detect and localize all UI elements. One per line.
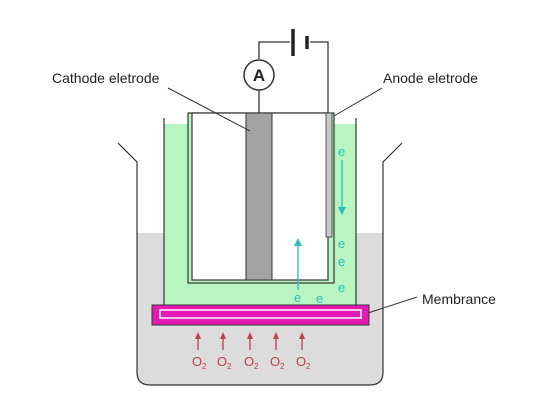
electron-symbol: e bbox=[338, 144, 345, 159]
ammeter: A bbox=[243, 59, 275, 91]
membrane-leader bbox=[367, 296, 418, 314]
electrode-assembly bbox=[187, 112, 335, 284]
electron-flow: e e e e e e bbox=[294, 144, 346, 306]
oxygen-arrow-head bbox=[299, 332, 305, 339]
battery-icon bbox=[291, 29, 309, 56]
oxygen-subscript: 2 bbox=[227, 362, 232, 371]
oxygen-arrow-head bbox=[247, 332, 253, 339]
electron-symbol: e bbox=[316, 291, 323, 306]
anode-leader bbox=[333, 87, 383, 117]
oxygen-subscript: 2 bbox=[280, 362, 285, 371]
oxygen-arrow-head bbox=[195, 332, 201, 339]
electron-symbol: e bbox=[338, 280, 345, 295]
outer-beaker-outline bbox=[117, 142, 403, 386]
oxygen-subscript: 2 bbox=[306, 362, 311, 371]
oxygen-symbol: O bbox=[217, 354, 227, 369]
wire-battery-anode bbox=[310, 41, 329, 113]
oxygen-symbol: O bbox=[270, 354, 280, 369]
electron-symbol: e bbox=[294, 290, 301, 305]
leader-lines bbox=[167, 87, 418, 314]
electron-symbol: e bbox=[338, 236, 345, 251]
ammeter-label: A bbox=[253, 66, 265, 85]
electron-arrow-down-head bbox=[338, 207, 346, 215]
wire-ammeter-battery bbox=[258, 41, 290, 59]
anode-strip bbox=[325, 112, 333, 238]
membrane bbox=[151, 304, 370, 326]
circuit bbox=[258, 41, 329, 113]
oxygen-subscript: 2 bbox=[202, 362, 207, 371]
oxygen-symbol: O bbox=[192, 354, 202, 369]
membrane-inner-highlight bbox=[159, 309, 362, 319]
cathode-rod bbox=[245, 112, 273, 281]
membrane-label: Membrance bbox=[422, 291, 496, 307]
electron-symbol: e bbox=[338, 254, 345, 269]
oxygen-symbol: O bbox=[296, 354, 306, 369]
cathode-leader bbox=[167, 87, 251, 132]
oxygen-symbol: O bbox=[244, 354, 254, 369]
oxygen-subscript: 2 bbox=[254, 362, 259, 371]
ammeter-circle bbox=[243, 59, 275, 91]
anode-label: Anode eletrode bbox=[383, 70, 478, 86]
oxygen-arrow-head bbox=[220, 332, 226, 339]
oxygen-arrow-head bbox=[273, 332, 279, 339]
cathode-label: Cathode eletrode bbox=[52, 70, 160, 86]
electron-arrow-up-head bbox=[294, 238, 302, 246]
